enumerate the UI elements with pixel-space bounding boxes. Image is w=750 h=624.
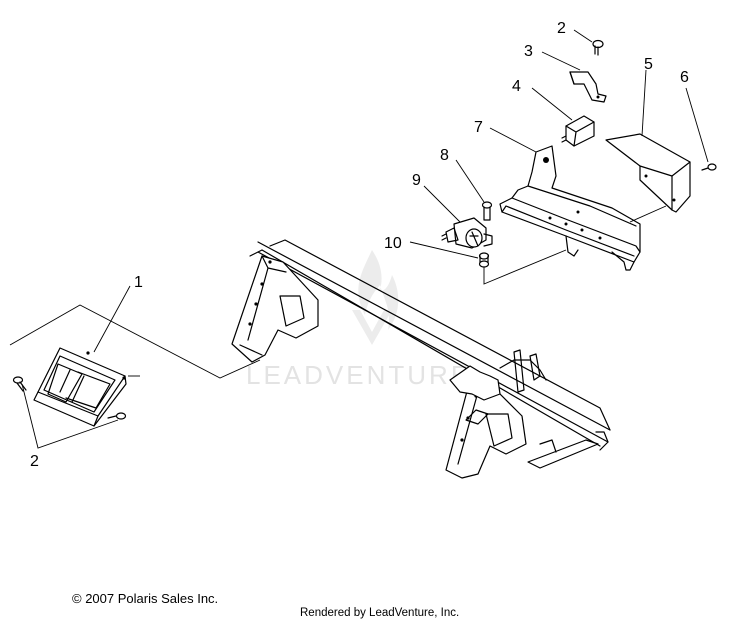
callout-labels: 1 2 2 3 4 5 6 7 8 9 10 — [30, 20, 689, 470]
leader-lines — [21, 29, 709, 449]
callout-6: 6 — [680, 69, 689, 86]
leader-8 — [455, 159, 485, 203]
rendered-by-text: Rendered by LeadVenture, Inc. — [300, 607, 460, 619]
screw-right-icon — [107, 412, 127, 420]
part-1-assembly-line — [9, 304, 261, 379]
part-3-clip — [569, 71, 607, 103]
part-4-relay — [561, 115, 595, 147]
part-7-leader-lower — [483, 249, 567, 285]
leader-6 — [685, 87, 709, 163]
copyright-text: © 2007 Polaris Sales Inc. — [72, 591, 219, 606]
watermark-flame-icon — [352, 250, 399, 345]
leader-7 — [489, 127, 537, 153]
leader-1 — [93, 285, 131, 353]
screw-6-icon — [701, 163, 717, 171]
frame-assembly — [231, 239, 611, 479]
bolt-8-icon — [481, 201, 493, 221]
callout-2-top: 2 — [557, 20, 566, 37]
screw-top-icon — [592, 39, 604, 56]
screw-left-icon — [12, 376, 27, 392]
callout-2-left: 2 — [30, 453, 39, 470]
part-9-sensor — [441, 217, 493, 249]
callout-4: 4 — [512, 78, 521, 95]
bushing-10-icon — [478, 252, 490, 268]
callout-8: 8 — [440, 147, 449, 164]
leader-9 — [423, 185, 461, 223]
part-5-leader-lower — [629, 205, 667, 223]
leader-5 — [641, 69, 647, 137]
leader-3 — [541, 51, 581, 71]
part-7-bracket — [499, 145, 641, 271]
part-5-cover — [605, 133, 691, 213]
callout-9: 9 — [412, 172, 421, 189]
callout-5: 5 — [644, 56, 653, 73]
callout-3: 3 — [524, 43, 533, 60]
callout-7: 7 — [474, 119, 483, 136]
leader-4 — [531, 87, 573, 121]
callout-1: 1 — [134, 274, 143, 291]
part-1-housing — [33, 347, 127, 427]
leader-2a — [21, 383, 119, 449]
leader-2b — [573, 29, 593, 43]
watermark-text: LEADVENTURE — [246, 360, 471, 390]
callout-10: 10 — [384, 235, 402, 252]
leader-10 — [409, 241, 479, 259]
